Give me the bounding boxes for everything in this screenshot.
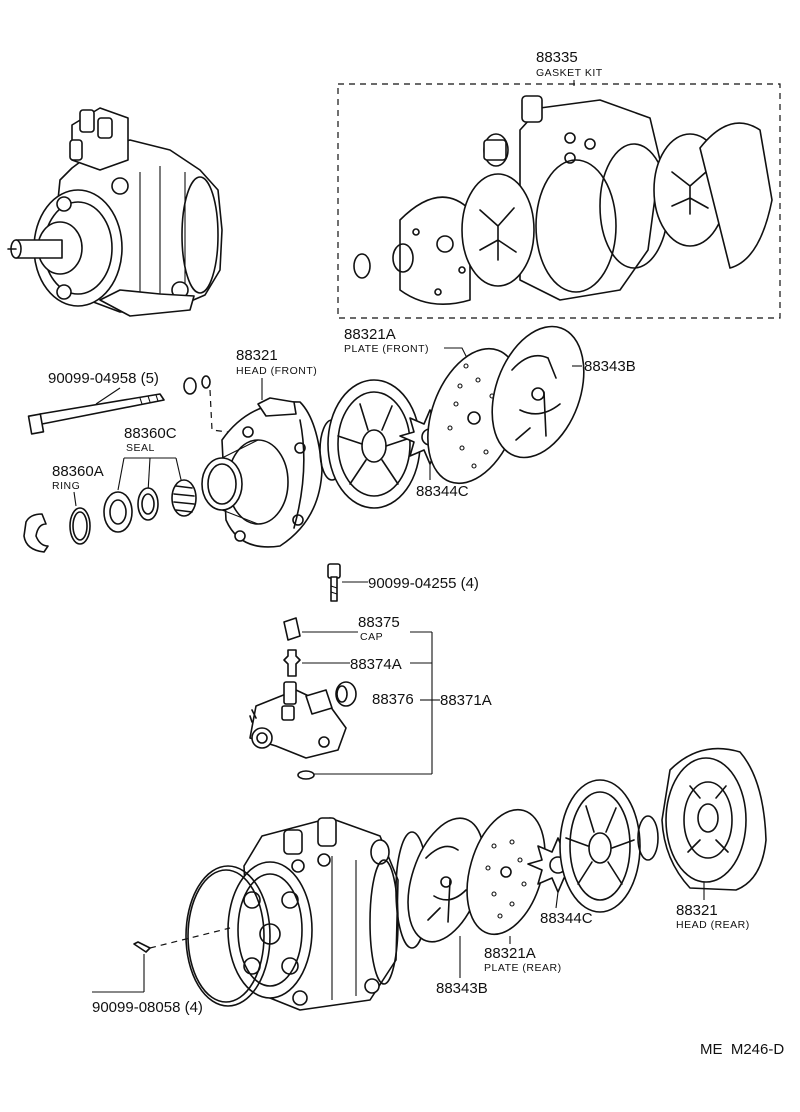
seal-ring-group: 88360C SEAL 88360A RING bbox=[23, 425, 197, 553]
gasket-kit-group: 88335 GASKET KIT bbox=[337, 49, 781, 319]
cap-caption: CAP bbox=[360, 631, 383, 643]
valve-core-shape bbox=[283, 649, 301, 677]
snap-ring-shape bbox=[69, 507, 91, 545]
valve-core-label: 88374A bbox=[350, 656, 402, 673]
head-rear-group: 88321 HEAD (REAR) bbox=[661, 747, 767, 931]
plate-front-part-number: 88321A bbox=[344, 326, 396, 343]
bottom-large-oring bbox=[185, 865, 271, 1007]
long-bolt-group: 90099-04958 (5) bbox=[27, 370, 165, 435]
valve-front-shape bbox=[491, 325, 585, 459]
ring-caption: RING bbox=[52, 480, 80, 492]
diagram-code: ME M246-D bbox=[700, 1041, 784, 1058]
ring-part-number: 88360A bbox=[52, 463, 104, 480]
pin-label: 90099-08058 (4) bbox=[92, 999, 203, 1016]
compressor-assembly-illustration bbox=[7, 107, 223, 317]
small-oring-2 bbox=[201, 375, 211, 389]
reed-front-label: 88344C bbox=[416, 483, 469, 500]
plug-shape bbox=[335, 681, 357, 707]
gasket-kit-box bbox=[337, 83, 781, 319]
service-valve-group: 88375 CAP 88374A 88376 88371A bbox=[249, 614, 492, 780]
short-bolt-group: 90099-04255 (4) bbox=[327, 563, 479, 602]
plate-front-caption: PLATE (FRONT) bbox=[344, 343, 429, 355]
gasket-kit-caption: GASKET KIT bbox=[536, 67, 603, 79]
compressor-body-illustration bbox=[227, 817, 399, 1011]
plate-rear-caption: PLATE (REAR) bbox=[484, 962, 562, 974]
small-oring-1 bbox=[183, 377, 197, 395]
valve-front-group: 88343B bbox=[491, 325, 636, 459]
gasket-kit-part-number: 88335 bbox=[536, 49, 578, 66]
seal-caption: SEAL bbox=[126, 442, 155, 454]
pin-shape bbox=[133, 941, 151, 953]
short-bolt-label: 90099-04255 (4) bbox=[368, 575, 479, 592]
head-rear-part-number: 88321 bbox=[676, 902, 718, 919]
valve-oring bbox=[297, 770, 315, 780]
plug-label: 88376 bbox=[372, 691, 414, 708]
seal-body-shape bbox=[103, 491, 133, 533]
plate-rear-part-number: 88321A bbox=[484, 945, 536, 962]
cap-part-number: 88375 bbox=[358, 614, 400, 631]
valve-front-label: 88343B bbox=[584, 358, 636, 375]
leader-dashed-head bbox=[209, 389, 229, 433]
valve-rear-label: 88343B bbox=[436, 980, 488, 997]
long-bolt-label: 90099-04958 (5) bbox=[48, 370, 159, 387]
rear-gasket-plate bbox=[559, 779, 641, 913]
valve-rear-group: 88343B bbox=[407, 817, 488, 997]
reed-rear-label: 88344C bbox=[540, 910, 593, 927]
pin-group: 90099-08058 (4) bbox=[92, 927, 231, 1016]
rear-small-oring bbox=[637, 815, 659, 861]
head-front-group: 88321 HEAD (FRONT) bbox=[201, 347, 323, 548]
head-front-part-number: 88321 bbox=[236, 347, 278, 364]
plate-rear-group: 88321A PLATE (REAR) bbox=[466, 808, 562, 974]
seal-part-number: 88360C bbox=[124, 425, 177, 442]
head-rear-caption: HEAD (REAR) bbox=[676, 919, 750, 931]
head-front-caption: HEAD (FRONT) bbox=[236, 365, 317, 377]
long-bolt-shape bbox=[37, 393, 165, 425]
cap-shape bbox=[283, 617, 301, 641]
ring-clip-shape bbox=[23, 513, 49, 553]
service-valve-label: 88371A bbox=[440, 692, 492, 709]
front-gasket-plate bbox=[327, 379, 421, 509]
